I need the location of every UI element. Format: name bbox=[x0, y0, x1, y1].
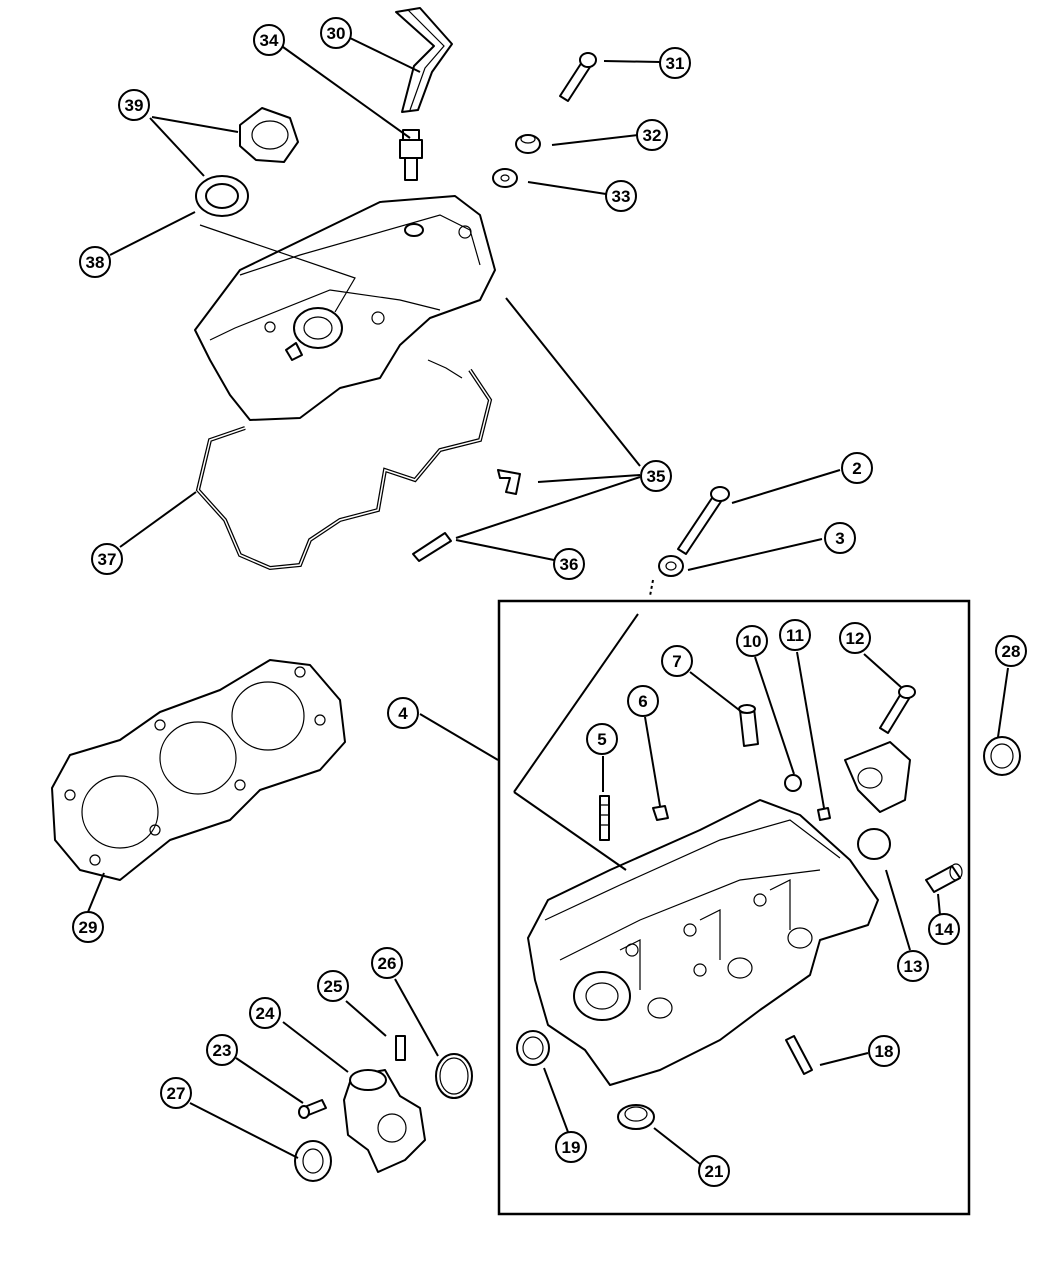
svg-text:7: 7 bbox=[672, 652, 681, 671]
svg-text:10: 10 bbox=[743, 632, 762, 651]
cover-gasket-37 bbox=[195, 359, 493, 571]
svg-text:34: 34 bbox=[260, 31, 279, 50]
svg-text:6: 6 bbox=[638, 692, 647, 711]
breather-hose-30 bbox=[395, 7, 453, 113]
bolt-23 bbox=[298, 1099, 327, 1119]
svg-text:30: 30 bbox=[327, 24, 346, 43]
oil-filler-cap-39 bbox=[239, 107, 299, 163]
callout-10: 10 bbox=[736, 625, 768, 657]
o-ring-26 bbox=[435, 1053, 473, 1099]
callout-28: 28 bbox=[995, 635, 1027, 667]
svg-text:26: 26 bbox=[378, 954, 397, 973]
svg-text:21: 21 bbox=[705, 1162, 724, 1181]
stud-25 bbox=[395, 1035, 406, 1061]
callout-12: 12 bbox=[839, 622, 871, 654]
svg-text:12: 12 bbox=[846, 629, 865, 648]
callout-18: 18 bbox=[868, 1035, 900, 1067]
plug-11 bbox=[817, 807, 831, 821]
grommet-32 bbox=[515, 134, 541, 154]
callout-2: 2 bbox=[841, 452, 873, 484]
callout-13: 13 bbox=[897, 950, 929, 982]
cap-seal-38 bbox=[195, 175, 249, 217]
callout-14: 14 bbox=[928, 913, 960, 945]
callout-33: 33 bbox=[605, 180, 637, 212]
callout-25: 25 bbox=[317, 970, 349, 1002]
callout-37: 37 bbox=[91, 543, 123, 575]
sleeve-7 bbox=[738, 704, 759, 747]
svg-text:14: 14 bbox=[935, 920, 954, 939]
svg-text:25: 25 bbox=[324, 977, 343, 996]
callout-30: 30 bbox=[320, 17, 352, 49]
callout-36: 36 bbox=[553, 548, 585, 580]
callout-31: 31 bbox=[659, 47, 691, 79]
callout-39: 39 bbox=[118, 89, 150, 121]
svg-text:18: 18 bbox=[875, 1042, 894, 1061]
svg-text:32: 32 bbox=[643, 126, 662, 145]
stud-18 bbox=[785, 1035, 813, 1075]
sleeve-14 bbox=[925, 863, 963, 893]
callout-35: 35 bbox=[640, 460, 672, 492]
callout-3: 3 bbox=[824, 522, 856, 554]
head-gasket-29 bbox=[51, 659, 346, 881]
washer-3 bbox=[658, 555, 684, 577]
callout-23: 23 bbox=[206, 1034, 238, 1066]
washer-33 bbox=[492, 168, 518, 188]
callout-7: 7 bbox=[661, 645, 693, 677]
bolt-31 bbox=[559, 52, 597, 102]
seal-27 bbox=[294, 1140, 332, 1182]
callout-11: 11 bbox=[779, 619, 811, 651]
callout-21: 21 bbox=[698, 1155, 730, 1187]
svg-text:35: 35 bbox=[647, 467, 666, 486]
svg-text:37: 37 bbox=[98, 550, 117, 569]
callout-29: 29 bbox=[72, 911, 104, 943]
svg-text:4: 4 bbox=[398, 704, 408, 723]
svg-text:38: 38 bbox=[86, 253, 105, 272]
callout-34: 34 bbox=[253, 24, 285, 56]
svg-text:39: 39 bbox=[125, 96, 144, 115]
seal-19 bbox=[516, 1030, 550, 1066]
screw-35 bbox=[497, 469, 521, 495]
svg-text:3: 3 bbox=[835, 529, 844, 548]
callout-38: 38 bbox=[79, 246, 111, 278]
svg-text:29: 29 bbox=[79, 918, 98, 937]
water-outlet bbox=[844, 741, 911, 813]
svg-text:11: 11 bbox=[786, 626, 804, 645]
svg-text:33: 33 bbox=[612, 187, 631, 206]
svg-text:5: 5 bbox=[597, 730, 606, 749]
bolt-2 bbox=[677, 486, 730, 555]
callout-24: 24 bbox=[249, 997, 281, 1029]
svg-text:24: 24 bbox=[256, 1004, 275, 1023]
svg-text:13: 13 bbox=[904, 957, 923, 976]
leader-lines bbox=[87, 37, 1009, 1165]
bolt-12 bbox=[879, 685, 916, 734]
cap-13 bbox=[857, 828, 891, 860]
svg-text:23: 23 bbox=[213, 1041, 232, 1060]
svg-text:28: 28 bbox=[1002, 642, 1021, 661]
pcv-valve-34 bbox=[399, 129, 423, 181]
svg-text:31: 31 bbox=[666, 54, 685, 73]
callout-26: 26 bbox=[371, 947, 403, 979]
svg-text:19: 19 bbox=[562, 1138, 581, 1157]
cylinder-head-group-frame bbox=[497, 599, 971, 1216]
callout-32: 32 bbox=[636, 119, 668, 151]
seal-21 bbox=[617, 1104, 655, 1130]
callout-27: 27 bbox=[160, 1077, 192, 1109]
callout-4: 4 bbox=[387, 697, 419, 729]
plug-10 bbox=[784, 774, 802, 792]
callout-5: 5 bbox=[586, 723, 618, 755]
stud-36 bbox=[412, 532, 452, 562]
seal-28 bbox=[983, 736, 1021, 776]
callout-6: 6 bbox=[627, 685, 659, 717]
svg-text:36: 36 bbox=[560, 555, 579, 574]
housing-24 bbox=[343, 1069, 426, 1173]
stud-5 bbox=[599, 795, 610, 841]
svg-text:2: 2 bbox=[852, 459, 861, 478]
cylinder-head-cover bbox=[194, 195, 496, 421]
callout-19: 19 bbox=[555, 1131, 587, 1163]
svg-text:27: 27 bbox=[167, 1084, 186, 1103]
plug-6 bbox=[652, 805, 669, 821]
cylinder-head bbox=[527, 799, 879, 1086]
